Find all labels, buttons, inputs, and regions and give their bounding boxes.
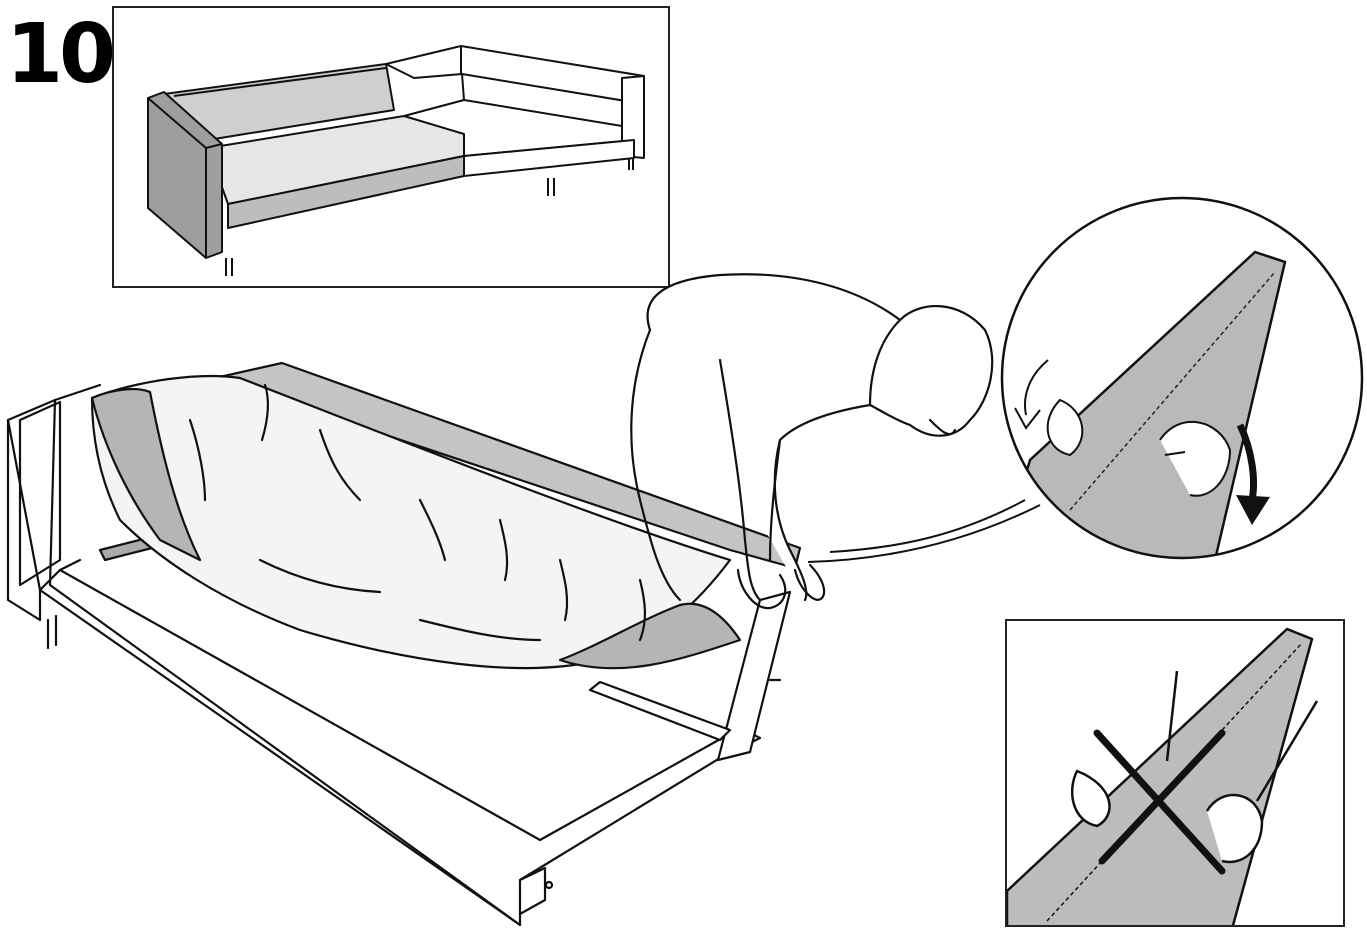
wrong-technique-panel xyxy=(1005,619,1345,927)
step-number: 10 xyxy=(6,7,116,102)
corner-sofa-icon xyxy=(147,45,645,276)
overview-panel xyxy=(112,6,670,288)
cross-out-icon xyxy=(1007,627,1319,925)
